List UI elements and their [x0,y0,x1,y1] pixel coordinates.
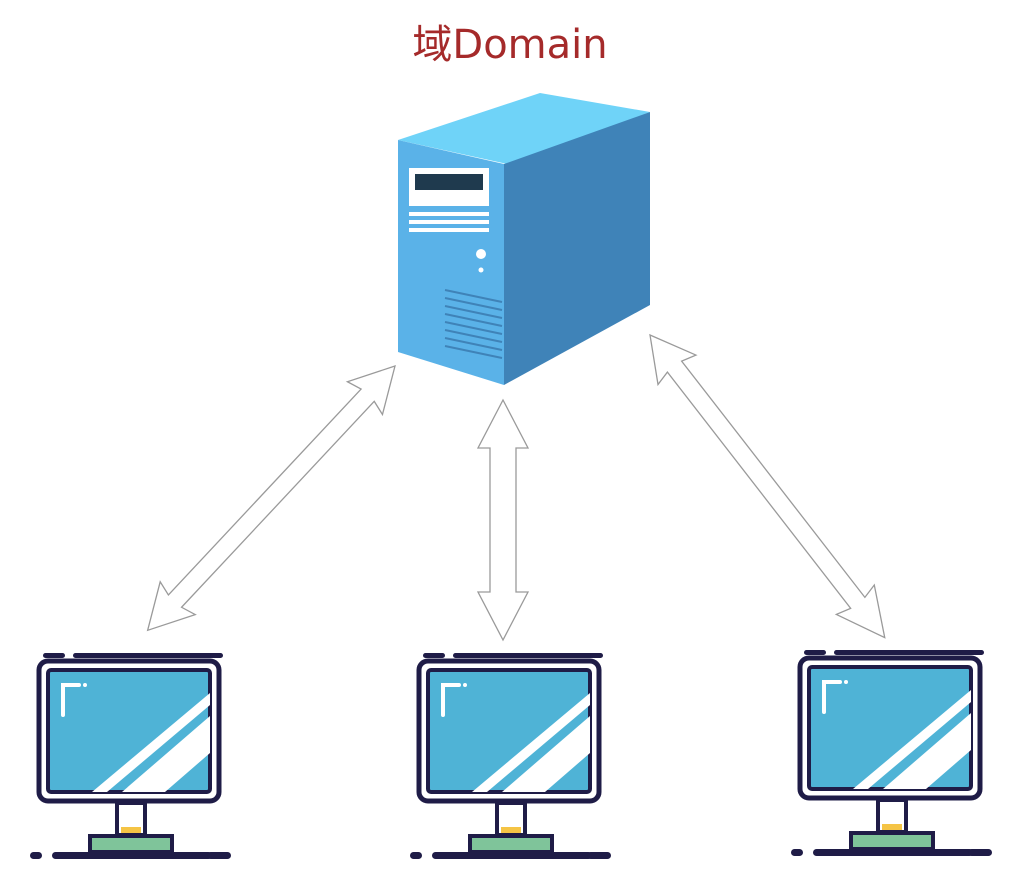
monitor-icon [791,650,992,856]
server-tower-icon [398,93,650,385]
monitor-icon [30,653,231,859]
bidirectional-arrow-left [146,365,396,632]
monitor-icon [410,653,611,859]
bidirectional-arrow-center [476,398,530,642]
bidirectional-arrow-right [649,333,886,639]
diagram-title: 域Domain [412,22,608,68]
